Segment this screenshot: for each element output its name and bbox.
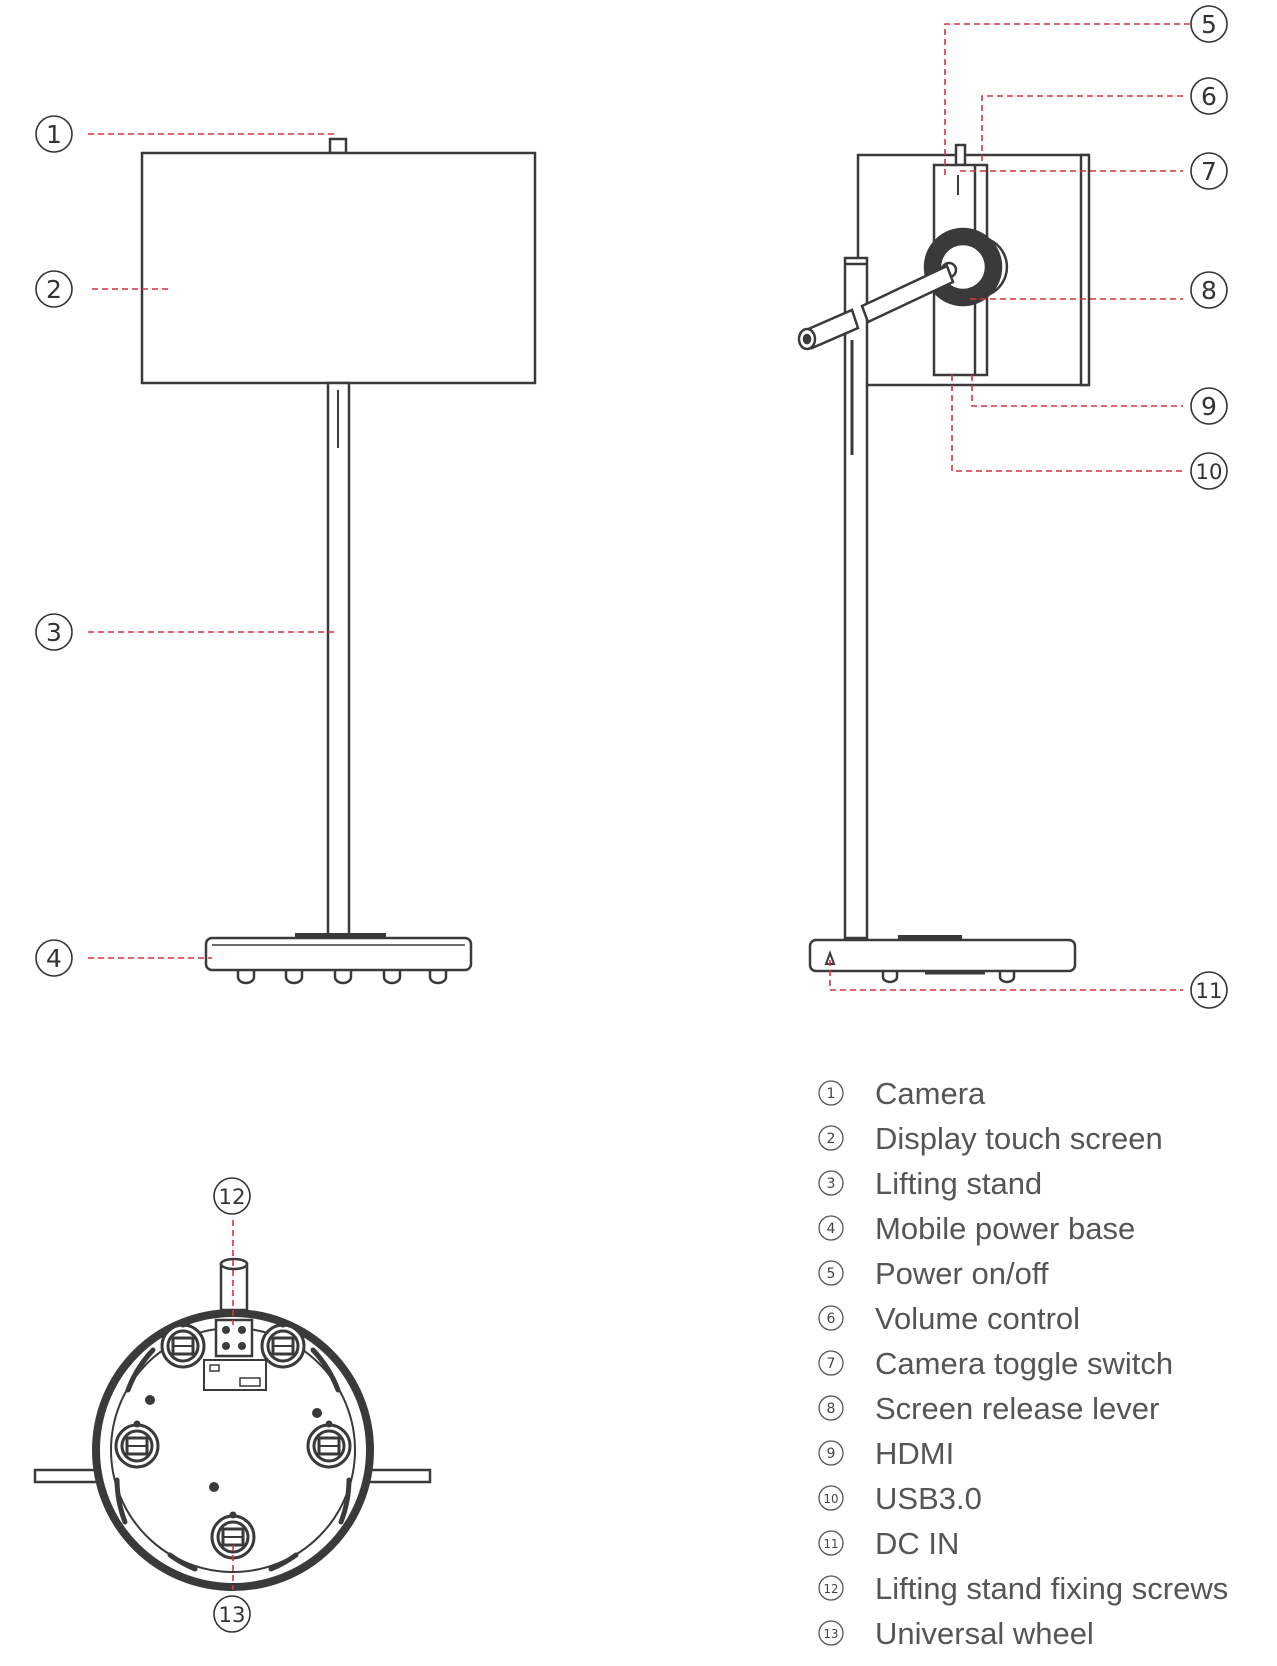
callout-13: 13 (219, 1603, 246, 1627)
legend-label: Camera toggle switch (875, 1346, 1173, 1381)
callout-8: 8 (1201, 276, 1217, 305)
legend-item: 4 Mobile power base (818, 1211, 1135, 1246)
legend-num: 6 (827, 1311, 836, 1327)
bottom-view (33, 1257, 432, 1591)
display-screen (140, 151, 537, 385)
legend-item: 13 Universal wheel (818, 1616, 1094, 1651)
lifting-stand-pole (326, 381, 351, 937)
legend-item: 7 Camera toggle switch (818, 1346, 1173, 1381)
legend-item: 2 Display touch screen (818, 1121, 1163, 1156)
leader-10 (951, 375, 1183, 472)
legend-label: Screen release lever (875, 1391, 1159, 1426)
callout-7: 7 (1201, 157, 1217, 186)
legend-item: 6 Volume control (818, 1301, 1080, 1336)
legend-num: 10 (824, 1492, 839, 1506)
leader-lines (88, 23, 1190, 1590)
legend-num: 8 (827, 1401, 836, 1417)
callout-2: 2 (46, 275, 62, 304)
legend-num: 5 (827, 1266, 836, 1282)
mobile-power-base (204, 936, 473, 972)
legend-num: 13 (824, 1627, 839, 1641)
callout-3: 3 (46, 618, 62, 647)
leader-9 (971, 375, 1183, 407)
callout-circles (35, 5, 1228, 1633)
legend-label: USB3.0 (875, 1481, 982, 1516)
legend-label: Universal wheel (875, 1616, 1094, 1651)
legend-item: 8 Screen release lever (818, 1391, 1159, 1426)
legend-num: 9 (827, 1446, 836, 1462)
legend-label: HDMI (875, 1436, 954, 1471)
leader-11 (829, 960, 1183, 991)
side-arm (860, 264, 955, 324)
callout-numbers: 5 6 7 8 9 10 11 12 13 1 2 3 4 (46, 10, 1222, 1627)
side-base (808, 938, 1077, 973)
legend-label: Display touch screen (875, 1121, 1163, 1156)
legend-label: Lifting stand fixing screws (875, 1571, 1228, 1606)
callout-9: 9 (1201, 392, 1217, 421)
callout-1: 1 (46, 120, 62, 149)
legend-label: Lifting stand (875, 1166, 1042, 1201)
legend-item: 11 DC IN (818, 1526, 959, 1561)
legend-item: 12 Lifting stand fixing screws (818, 1571, 1228, 1606)
legend-label: Camera (875, 1076, 986, 1111)
pole-stub (219, 1262, 249, 1312)
legend: 1 Camera 2 Display touch screen 3 Liftin… (818, 1076, 1228, 1651)
leader-6 (981, 95, 1183, 165)
legend-num: 4 (827, 1221, 836, 1237)
legend-num: 1 (827, 1086, 836, 1102)
legend-label: Power on/off (875, 1256, 1049, 1291)
legend-item: 1 Camera (818, 1076, 986, 1111)
callout-10: 10 (1196, 460, 1223, 484)
legend-item: 5 Power on/off (818, 1256, 1049, 1291)
base-wheels (236, 970, 448, 985)
legend-item: 9 HDMI (818, 1436, 954, 1471)
side-pole (843, 256, 869, 940)
front-view (140, 137, 537, 985)
fixing-screw-plate (214, 1318, 254, 1358)
legend-item: 10 USB3.0 (818, 1481, 982, 1516)
universal-wheels (114, 1320, 352, 1560)
legend-num: 11 (824, 1537, 839, 1551)
callout-4: 4 (46, 944, 62, 973)
legend-num: 7 (827, 1356, 836, 1372)
legend-label: DC IN (875, 1526, 959, 1561)
legend-item: 3 Lifting stand (818, 1166, 1042, 1201)
leader-5 (944, 23, 1190, 175)
legend-label: Mobile power base (875, 1211, 1135, 1246)
callout-11: 11 (1196, 979, 1223, 1003)
legend-num: 3 (827, 1176, 836, 1192)
legend-label: Volume control (875, 1301, 1080, 1336)
camera-part (328, 137, 348, 155)
callout-6: 6 (1201, 82, 1217, 111)
legend-num: 2 (827, 1131, 836, 1147)
callout-12: 12 (219, 1185, 246, 1209)
side-view (797, 143, 1091, 984)
legend-num: 12 (824, 1582, 839, 1596)
callout-5: 5 (1201, 10, 1217, 39)
